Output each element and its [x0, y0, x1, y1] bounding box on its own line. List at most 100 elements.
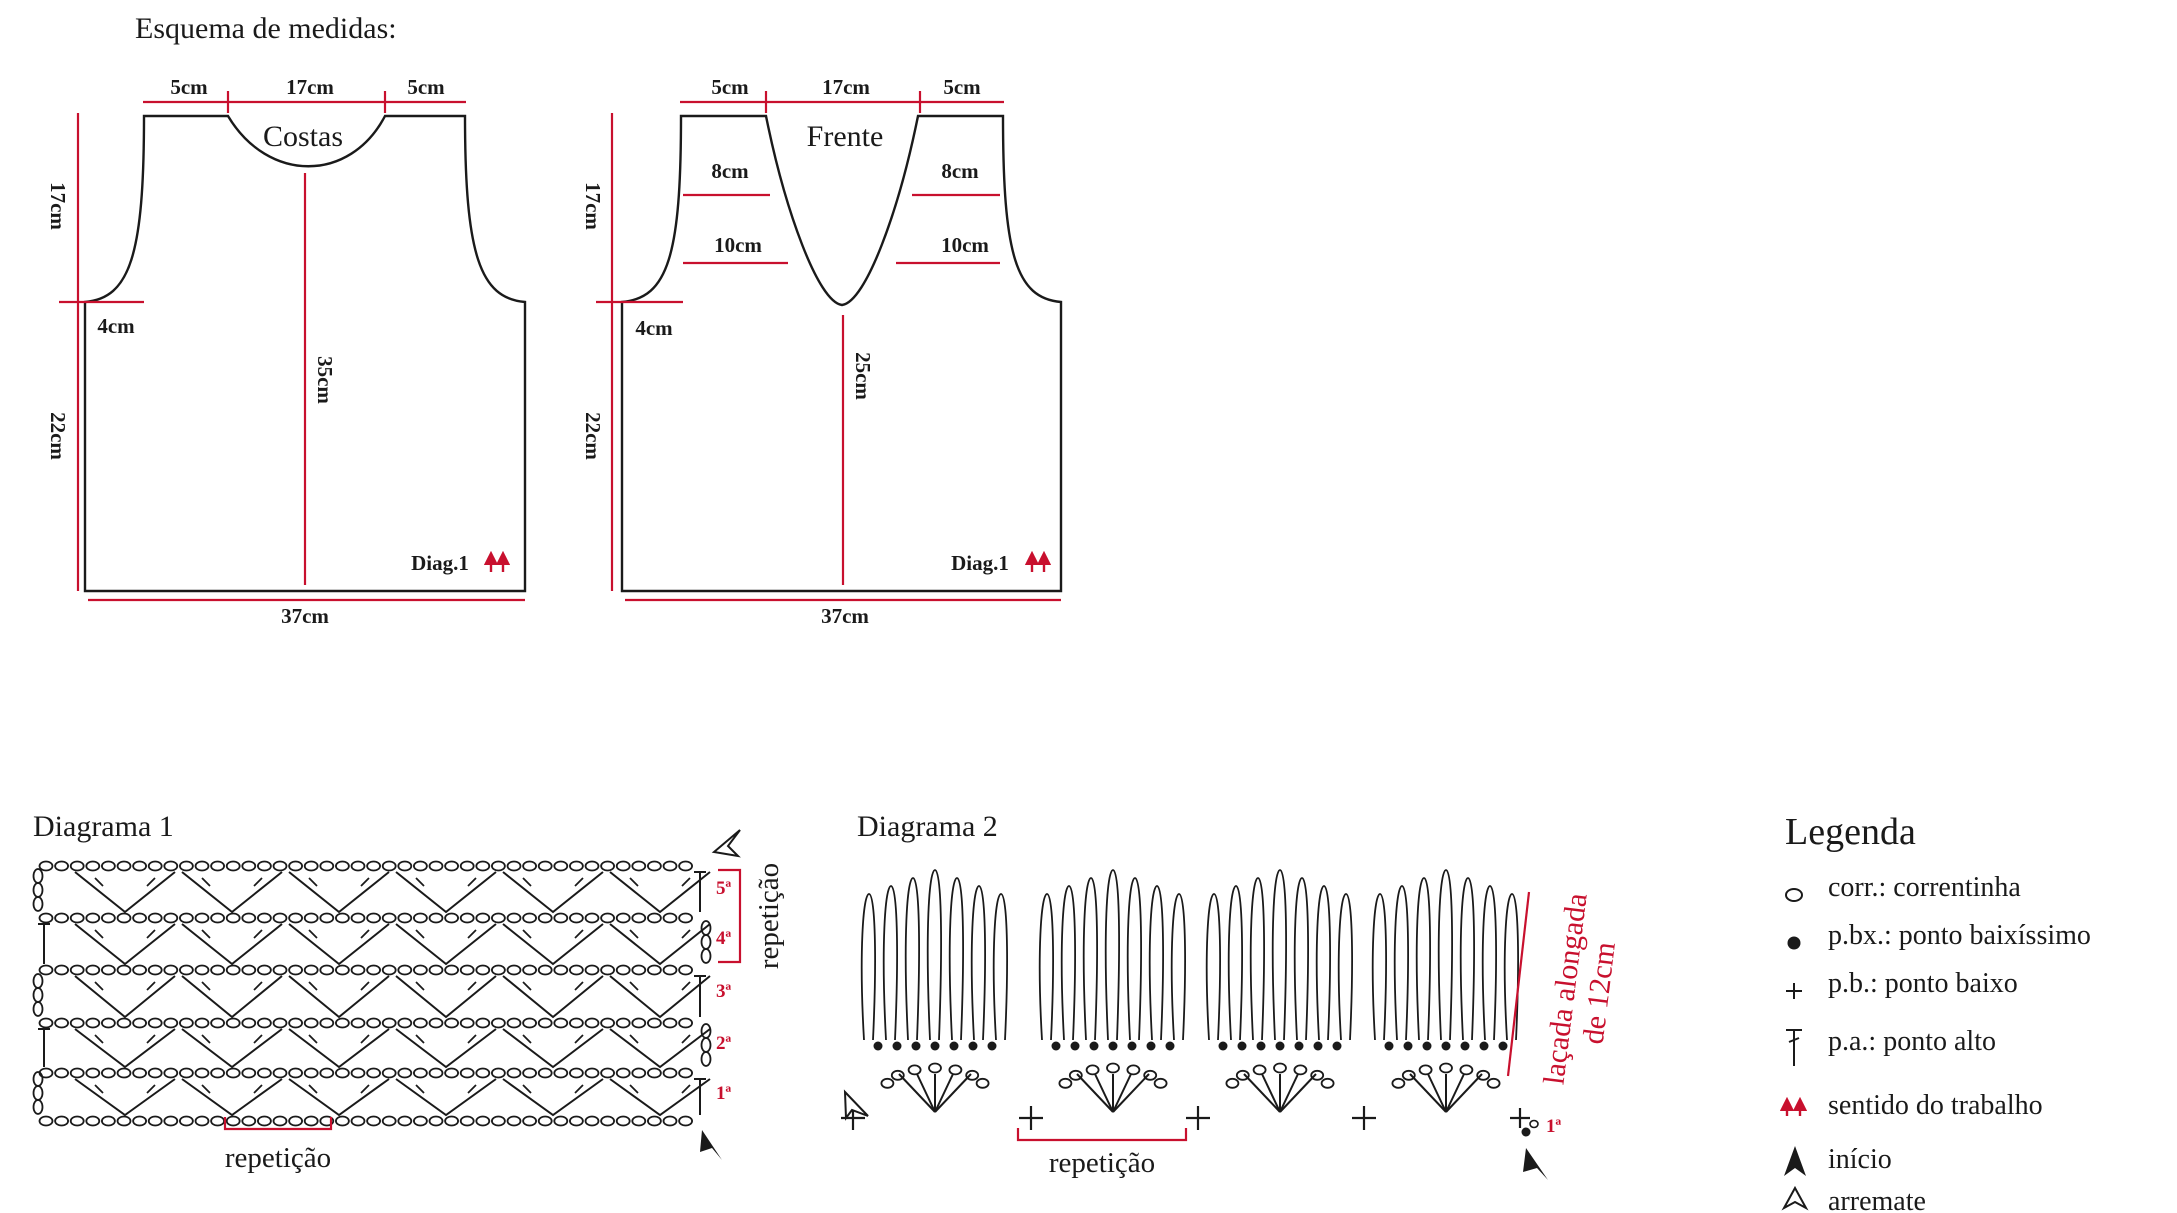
v-stitch-group [288, 1028, 390, 1069]
chain-stitch [178, 964, 194, 976]
chain-stitch [272, 964, 288, 976]
chain-stitch [412, 964, 428, 976]
diagram1-chart [32, 860, 712, 1127]
chain-stitch [678, 1017, 693, 1029]
chain-stitch [678, 912, 693, 924]
chain-stitch [428, 860, 444, 872]
fan-double-crochet [1261, 1073, 1281, 1113]
chain-stitch [662, 860, 678, 872]
chain-stitch [38, 1115, 54, 1127]
front-outline [620, 114, 1063, 593]
chain-stitch [366, 1115, 382, 1127]
elongated-loop [1415, 877, 1431, 1041]
chain-stitch [631, 860, 647, 872]
work-direction-icon [1779, 1096, 1808, 1116]
v-stitch-group [74, 1028, 176, 1069]
chain-stitch [678, 1115, 693, 1127]
chain-stitch [178, 1017, 194, 1029]
front-width-measure: 37cm [821, 604, 869, 628]
v-stitch-group [74, 975, 176, 1019]
front-neck-upper-right-measure: 8cm [941, 159, 979, 183]
fan-double-crochet [934, 1073, 954, 1113]
chain-stitch [334, 964, 350, 976]
v-stitch-group [502, 923, 604, 966]
chain-stitch [69, 1115, 85, 1127]
chain-stitch [412, 1115, 428, 1127]
chain-stitch [412, 1067, 428, 1079]
chain-stitch [569, 1017, 584, 1029]
chain-stitch [569, 964, 584, 976]
chain-stitch [631, 1017, 647, 1029]
chain-stitch [241, 1067, 257, 1079]
slip-stitch [1146, 1041, 1156, 1051]
chain-stitch [225, 1115, 241, 1127]
slip-stitch [1051, 1041, 1061, 1051]
chain-stitch [241, 860, 257, 872]
turning-chain [700, 934, 712, 950]
stitch-bar [253, 981, 263, 991]
chain-stitch [459, 1017, 475, 1029]
slip-stitch [1294, 1041, 1304, 1051]
elongated-loop [1038, 893, 1054, 1041]
slip-stitch [930, 1041, 940, 1051]
chain-stitch [1153, 1077, 1168, 1089]
diagram1-side-repeat-label: repetição [753, 863, 785, 969]
chain-stitch [194, 912, 210, 924]
stitch-bar [146, 929, 156, 939]
chain-stitch [69, 964, 85, 976]
slip-stitch [1384, 1041, 1394, 1051]
chain-stitch [366, 1017, 382, 1029]
chain-stitch [319, 912, 335, 924]
stitch-bar [253, 1084, 263, 1094]
chain-stitch [38, 912, 54, 924]
stitch-bar [629, 929, 639, 939]
chain-stitch [647, 1017, 662, 1029]
chain-stitch [288, 1067, 304, 1079]
stitch-bar [201, 929, 211, 939]
chain-stitch [132, 964, 148, 976]
slip-stitch [968, 1041, 978, 1051]
chain-stitch [54, 860, 69, 872]
diagram1-repeat-bracket [223, 1117, 333, 1131]
chain-stitch [303, 912, 319, 924]
chain-stitch [490, 860, 506, 872]
chain-stitch [662, 1067, 678, 1079]
chain-stitch [475, 860, 491, 872]
chain-stitch [506, 912, 522, 924]
slip-stitch [1218, 1041, 1228, 1051]
chain-stitch [948, 1064, 963, 1076]
v-stitch-group [181, 1028, 283, 1069]
elongated-loop [1481, 885, 1497, 1041]
chain-stitch [522, 1115, 537, 1127]
start-arrow-icon [1523, 1148, 1548, 1180]
chain-stitch [584, 860, 600, 872]
fan-double-crochet [1094, 1073, 1114, 1113]
chain-stitch [163, 1115, 179, 1127]
chain-stitch [381, 912, 397, 924]
chain-stitch [444, 860, 460, 872]
chain-stitch [522, 964, 537, 976]
chain-stitch [647, 964, 662, 976]
elongated-loop [1437, 869, 1453, 1041]
diagram1-row-numbers: 1ª 2ª 3ª 4ª 5ª [716, 878, 732, 1104]
chain-stitch [132, 860, 148, 872]
chain-stitch [459, 912, 475, 924]
back-center-height-measure: 35cm [313, 356, 337, 404]
chain-stitch [288, 1017, 304, 1029]
chain-stitch [615, 964, 631, 976]
stitch-bar [146, 877, 156, 887]
chain-stitch [381, 860, 397, 872]
v-stitch-group [74, 1078, 176, 1117]
row-number: 3ª [716, 981, 732, 1002]
stitch-bar [467, 1084, 477, 1094]
stitch-bar [94, 877, 104, 887]
stitch-bar [146, 981, 156, 991]
finish-arrow-icon [711, 829, 741, 858]
v-stitch-group [288, 1078, 390, 1117]
chain-stitch [522, 860, 537, 872]
chain-stitch [1459, 1064, 1474, 1076]
chain-stitch [54, 912, 69, 924]
elongated-loop [1205, 893, 1221, 1041]
chain-stitch [631, 964, 647, 976]
